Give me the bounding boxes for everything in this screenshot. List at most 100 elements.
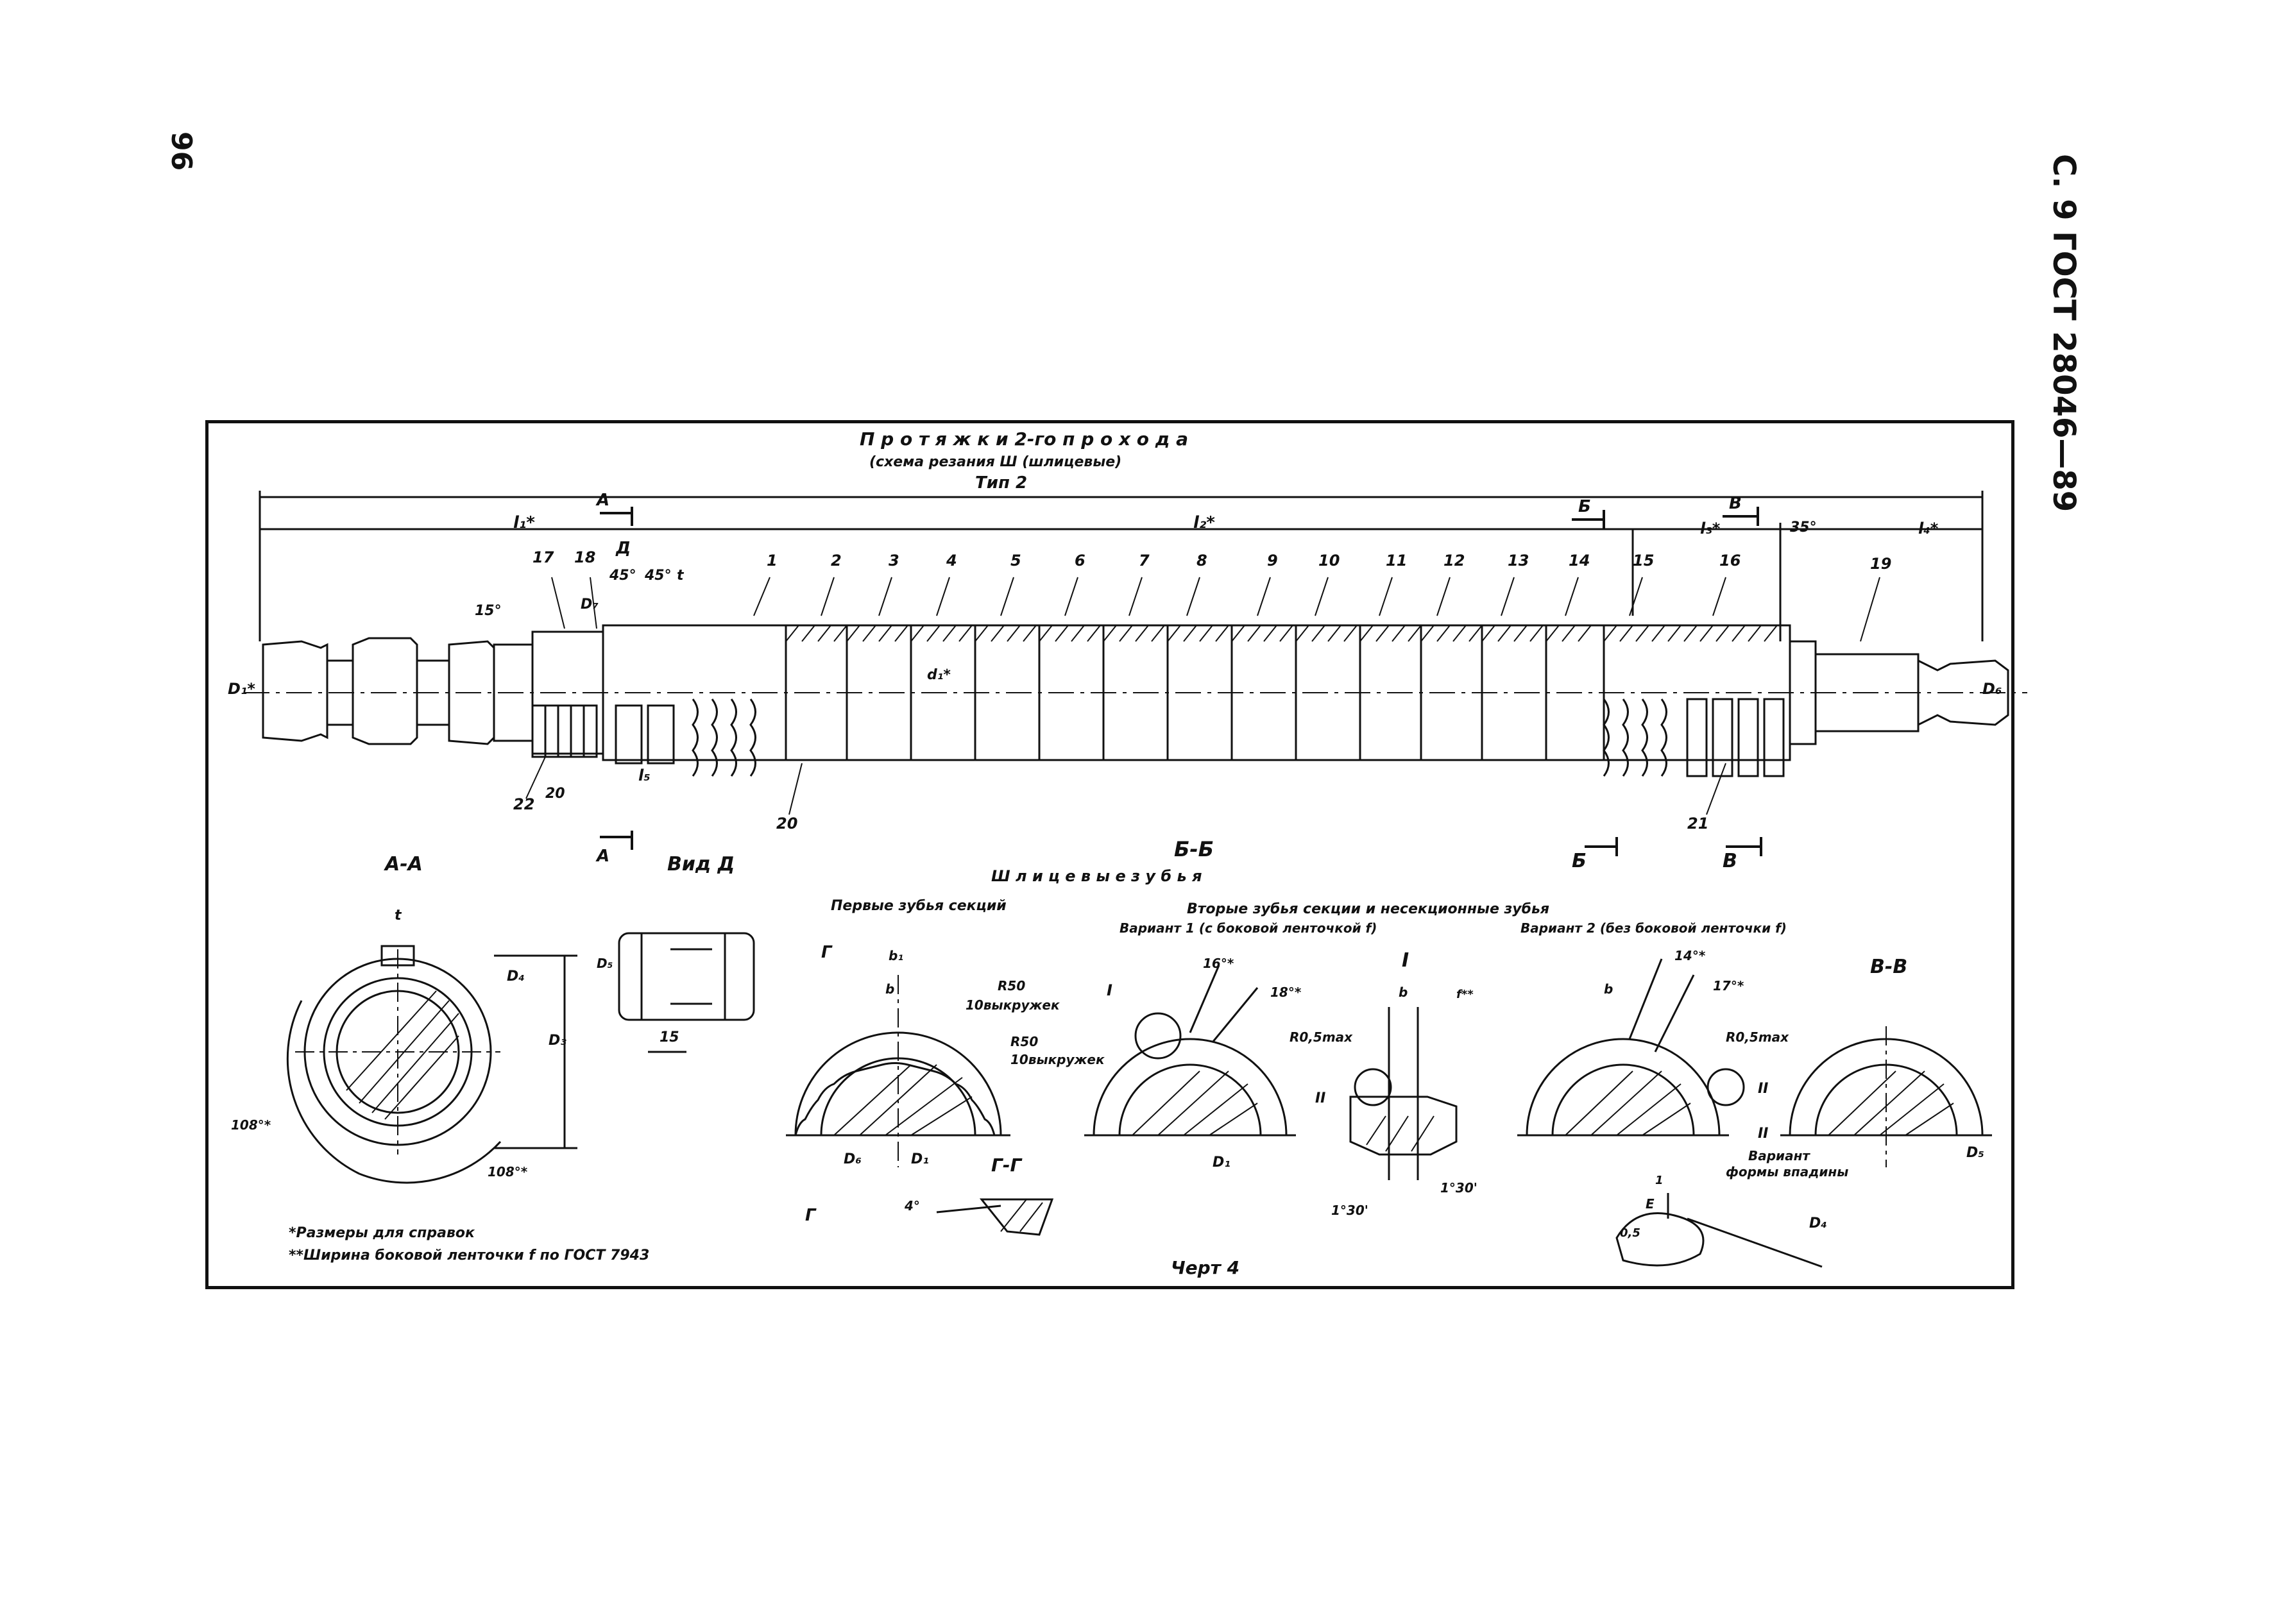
detail1-ii: II [1315,1090,1326,1106]
note-reference-dims: *Размеры для справок [289,1225,475,1241]
view-gg-title: Г-Г [991,1155,1022,1176]
dim-l2: l₂* [1193,513,1215,532]
dim-angle35: 35° [1790,520,1817,536]
bb-r50b: R50 [1010,1034,1039,1049]
section-v-bottom: В [1723,850,1737,872]
callout-1: 1 [767,552,778,570]
view-aa-title: А-А [385,853,423,875]
view-gg-mark: Г [805,1206,816,1225]
drawing-subtitle: (схема резания Ш (шлицевые) [869,454,1122,470]
variant-form-line2: формы впадины [1726,1164,1849,1180]
callout-18: 18 [574,548,596,566]
view-d-title: Вид Д [667,853,735,875]
dim-angle45b: 45° [645,568,672,584]
view-aa-d3: D₃ [549,1033,566,1049]
dim-d1: D₁* [228,680,255,698]
dim-angle45a: 45° [609,568,636,584]
v2-r05: R0,5max [1726,1029,1789,1045]
callout-4: 4 [946,552,957,570]
variant-form-r: 0,5 [1620,1226,1640,1240]
bb-d1: D₁ [911,1151,929,1167]
v2-angle17: 17°* [1713,978,1744,994]
bb-g-mark: Г [821,943,832,962]
callout-15: 15 [1633,552,1655,570]
callout-5: 5 [1010,552,1021,570]
view-aa-t: t [395,908,402,924]
view-aa-angle1: 108°* [231,1117,271,1133]
section-a-top: А [597,491,610,510]
callout-11: 11 [1386,552,1408,570]
bb-vykr1: 10выкружек [966,997,1060,1013]
callout-9: 9 [1267,552,1278,570]
variant-form-d4: D₄ [1809,1215,1827,1231]
callout-20: 20 [776,815,798,833]
detail1-f: f** [1456,988,1474,1001]
dim-angle15: 15° [475,603,502,619]
detail1-r05: R0,5max [1290,1029,1353,1045]
variant-form-line1: Вариант [1748,1148,1810,1163]
callout-14: 14 [1569,552,1590,570]
v2-ii: II [1758,1081,1769,1097]
v2-b: b [1604,981,1613,997]
bb-r50a: R50 [998,978,1026,994]
drawing-caption: Черт 4 [1171,1257,1240,1278]
dim-l4: l₄* [1918,520,1939,537]
view-vv-d5: D₅ [1966,1145,1984,1161]
view-aa-angle2: 108°* [488,1164,528,1180]
callout-22: 22 [513,795,535,813]
view-d-d5: D₅ [597,956,613,971]
variant-form-ii: II [1758,1126,1769,1142]
callout-19: 19 [1870,555,1892,573]
section-a-bottom: А [597,847,610,866]
v2-angle14: 14°* [1674,948,1706,963]
detail1-ang-a: 1°30' [1331,1203,1368,1218]
view-gg-angle: 4° [905,1198,920,1214]
dim-d1-small: d₁* [927,667,951,683]
callout-12: 12 [1443,552,1465,570]
detail1-ang-b: 1°30' [1440,1180,1477,1196]
callout-10: 10 [1318,552,1340,570]
dim-l1: l₁* [513,513,535,532]
drawing-title: П р о т я ж к и 2-го п р о х о д а [860,428,1189,450]
bb-b1: b₁ [889,948,904,963]
bb-angle16: 16°* [1203,956,1234,971]
drawing-frame [205,420,2014,1289]
detail1-title: I [1402,949,1409,972]
dim-d7: D₇ [581,596,599,613]
callout-21: 21 [1687,815,1709,833]
bb-angle18: 18°* [1270,985,1302,1000]
section-b-bottom: Б [1572,850,1587,872]
dim-d6: D₆ [1982,680,2002,698]
dim-l5: l₅ [638,766,651,784]
callout-6: 6 [1075,552,1085,570]
section-v-top: В [1729,494,1742,513]
bb-vykr2: 10выкружек [1010,1052,1105,1067]
note-land-width: **Ширина боковой ленточки f по ГОСТ 7943 [289,1248,650,1264]
variant1-label: Вариант 1 (с боковой ленточкой f) [1119,920,1377,936]
view-d-15: 15 [660,1029,679,1045]
view-bb-title: Б-Б [1174,837,1214,861]
variant-form-e: E [1646,1196,1655,1212]
callout-7: 7 [1139,552,1150,570]
bb-d1b: D₁ [1213,1155,1230,1171]
view-aa-d4: D₄ [507,968,525,985]
callout-3: 3 [889,552,899,570]
section-b-top: Б [1578,497,1591,516]
variant2-label: Вариант 2 (без боковой ленточки f) [1520,920,1787,936]
view-vv-title: В-В [1870,956,1908,978]
callout-2: 2 [831,552,842,570]
detail1-b: b [1399,985,1408,1000]
bb-b: b [885,981,895,997]
bb-d6: D₆ [844,1151,862,1167]
spline-teeth-heading: Ш л и ц е в ы е з у б ь я [991,867,1202,885]
type-label: Тип 2 [975,473,1028,493]
callout-16: 16 [1719,552,1741,570]
callout-13: 13 [1508,552,1529,570]
callout-8: 8 [1196,552,1207,570]
first-teeth-label: Первые зубья секций [831,898,1007,914]
dim-t: t [677,568,684,584]
variant-form-one: 1 [1655,1174,1664,1187]
callout-17: 17 [532,548,554,566]
